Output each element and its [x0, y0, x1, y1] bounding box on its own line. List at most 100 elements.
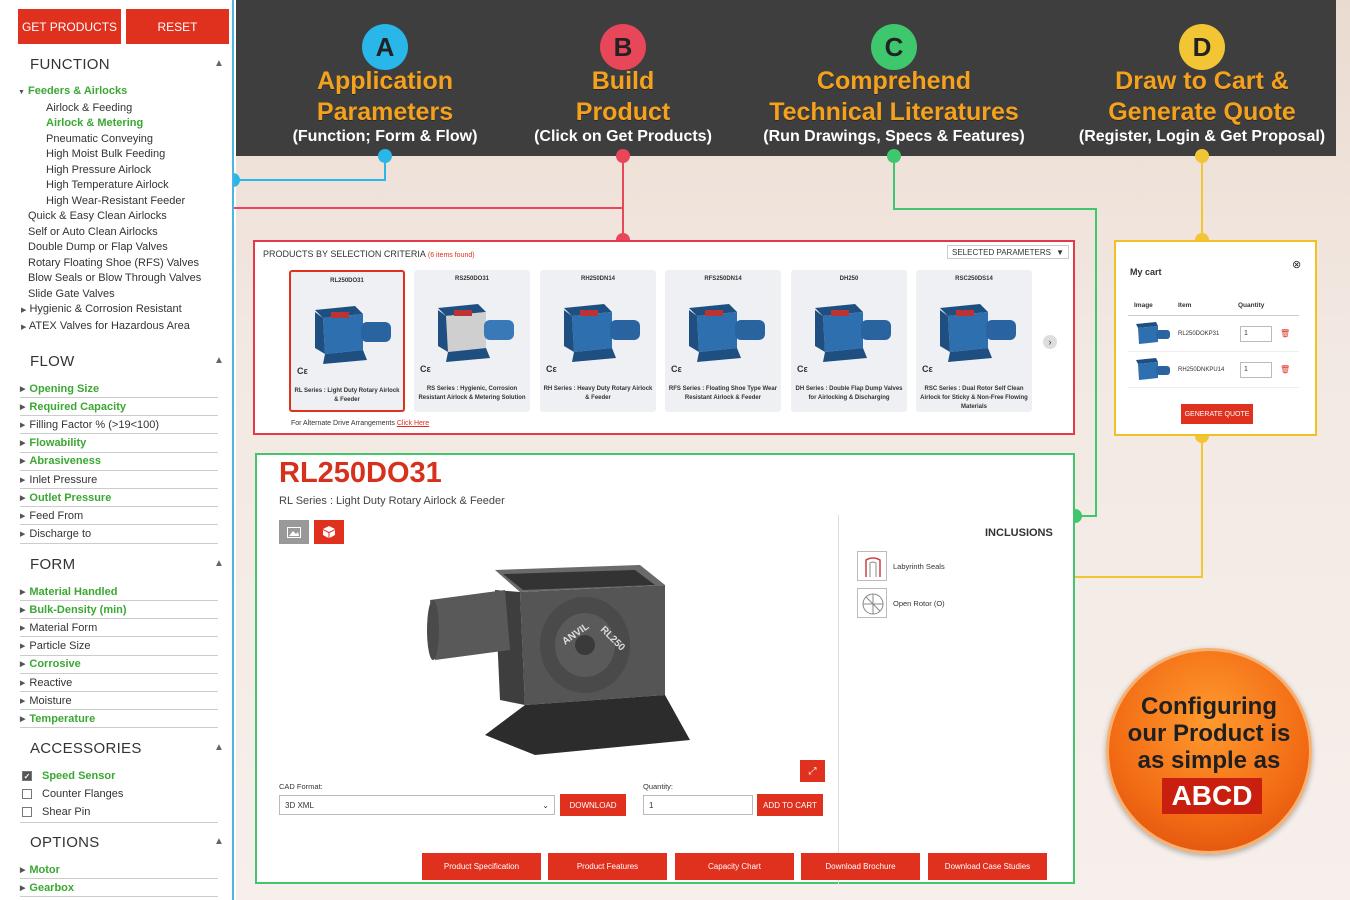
function-tree-item[interactable]: Airlock & Feeding — [46, 101, 133, 114]
filter-item[interactable]: ▶Discharge to — [20, 526, 218, 544]
step-connector-dot — [1195, 149, 1209, 163]
filter-item[interactable]: ▶Filling Factor % (>19<100) — [20, 416, 218, 435]
function-tree-item[interactable]: Airlock & Metering — [46, 117, 144, 129]
filter-item[interactable]: ▶Material Handled — [20, 583, 218, 601]
expand-arrow-icon: ▶ — [20, 385, 26, 393]
items-count: (6 items found) — [427, 252, 475, 259]
function-section-title[interactable]: FUNCTION — [30, 56, 110, 73]
options-section-title[interactable]: OPTIONS — [30, 834, 100, 851]
generate-quote-button[interactable]: GENERATE QUOTE — [1181, 404, 1253, 424]
expand-arrow-icon: ▶ — [20, 624, 26, 632]
filter-item[interactable]: ▶Outlet Pressure — [20, 489, 218, 508]
product-card[interactable]: RSC250DS14 Cε RSC Series : Dual Rotor Se… — [916, 270, 1032, 412]
step-subtitle: (Click on Get Products) — [534, 128, 712, 145]
literature-button[interactable]: Download Case Studies — [928, 853, 1047, 880]
cad-format-select[interactable]: 3D XML⌄ — [279, 795, 555, 815]
filter-item[interactable]: ▶Particle Size — [20, 638, 218, 656]
inclusion-item: Labyrinth Seals — [857, 551, 945, 581]
literature-button[interactable]: Download Brochure — [801, 853, 920, 880]
expand-arrow-icon: ▶ — [20, 476, 26, 484]
filter-item[interactable]: ▶Required Capacity — [20, 398, 218, 417]
reset-button[interactable]: RESET — [126, 9, 229, 44]
fullscreen-button[interactable]: ⤢ — [800, 760, 825, 782]
function-tree-item[interactable]: High Wear-Resistant Feeder — [46, 194, 186, 207]
close-icon[interactable]: ⊗ — [1292, 259, 1302, 271]
product-card[interactable]: DH250 Cε DH Series : Double Flap Dump Va… — [791, 270, 907, 412]
promo-line-2: our Product is — [1127, 720, 1291, 747]
product-card[interactable]: RFS250DN14 Cε RFS Series : Floating Shoe… — [665, 270, 781, 412]
literature-button[interactable]: Capacity Chart — [675, 853, 794, 880]
filter-item[interactable]: ▶Moisture — [20, 692, 218, 711]
function-tree-item[interactable]: Pneumatic Conveying — [46, 132, 154, 145]
product-card[interactable]: RL250DO31 Cε RL Series : Light Duty Rota… — [289, 270, 405, 412]
function-tree-item[interactable]: Blow Seals or Blow Through Valves — [28, 272, 202, 284]
filter-item[interactable]: ▶Opening Size — [20, 380, 218, 398]
checkbox-icon — [22, 789, 32, 799]
accessories-section-title[interactable]: ACCESSORIES — [30, 740, 142, 757]
trash-icon[interactable]: 🗑 — [1280, 329, 1291, 338]
trash-icon[interactable]: 🗑 — [1280, 365, 1291, 374]
image-view-button[interactable] — [279, 520, 309, 544]
form-collapse-icon[interactable]: ▲ — [214, 558, 224, 569]
filter-item[interactable]: ▶Feed From — [20, 507, 218, 526]
checkbox-icon: ✓ — [22, 771, 32, 781]
filter-item[interactable]: ▶Reactive — [20, 674, 218, 692]
function-tree-item[interactable]: Quick & Easy Clean Airlocks — [28, 210, 167, 222]
step-title: Draw to Cart &Generate Quote — [1108, 67, 1296, 126]
filter-item[interactable]: ▶Inlet Pressure — [20, 471, 218, 489]
product-card[interactable]: RS250DO31 Cε RS Series : Hygienic, Corro… — [414, 270, 530, 412]
function-tree-item[interactable]: Double Dump or Flap Valves — [28, 241, 168, 253]
download-button[interactable]: DOWNLOAD — [560, 794, 626, 816]
filter-item[interactable]: ▶Temperature — [20, 710, 218, 729]
product-thumbnail — [438, 304, 514, 362]
accessory-checkbox[interactable]: Shear Pin — [22, 806, 90, 818]
cube-icon — [323, 526, 335, 538]
steps-banner — [236, 0, 1336, 156]
product-3d-model[interactable]: ANVIL RL250 — [425, 560, 705, 760]
literature-button[interactable]: Product Features — [548, 853, 667, 880]
function-tree-item[interactable]: High Pressure Airlock — [46, 163, 152, 176]
add-to-cart-button[interactable]: ADD TO CART — [757, 794, 823, 816]
function-tree-item[interactable]: High Temperature Airlock — [46, 179, 169, 191]
function-tree-item[interactable]: Self or Auto Clean Airlocks — [28, 225, 158, 238]
product-thumbnail — [940, 304, 1016, 362]
flow-section-title[interactable]: FLOW — [30, 353, 75, 370]
function-tree-item[interactable]: ▶ Hygienic & Corrosion Resistant — [21, 303, 182, 315]
filter-item[interactable]: ▶Gearbox — [20, 879, 218, 898]
filter-item[interactable]: ▶Flowability — [20, 435, 218, 453]
filter-item[interactable]: ▶Material Form — [20, 619, 218, 638]
options-collapse-icon[interactable]: ▲ — [214, 836, 224, 847]
filter-item[interactable]: ▶Abrasiveness — [20, 453, 218, 471]
cart-row: RH250DNKPU14 1 🗑 — [1128, 352, 1299, 388]
product-card[interactable]: RH250DN14 Cε RH Series : Heavy Duty Rota… — [540, 270, 656, 412]
function-tree-item[interactable]: ▼ Feeders & Airlocks — [18, 85, 128, 97]
cart-quantity-input[interactable]: 1 — [1240, 361, 1272, 378]
get-products-button[interactable]: GET PRODUCTS — [18, 9, 121, 44]
function-tree-item[interactable]: Slide Gate Valves — [28, 287, 115, 300]
quantity-input[interactable]: 1 — [643, 795, 753, 815]
cart-quantity-input[interactable]: 1 — [1240, 325, 1272, 342]
filter-item[interactable]: ▶Corrosive — [20, 656, 218, 674]
next-arrow-icon[interactable]: › — [1043, 335, 1057, 349]
filter-item[interactable]: ▶Bulk-Density (min) — [20, 601, 218, 620]
click-here-link[interactable]: Click Here — [396, 420, 430, 427]
3d-view-button[interactable] — [314, 520, 344, 544]
function-tree-item[interactable]: High Moist Bulk Feeding — [46, 148, 166, 160]
literature-button[interactable]: Product Specification — [422, 853, 541, 880]
form-section-title[interactable]: FORM — [30, 556, 76, 573]
product-thumbnail — [815, 304, 891, 362]
selected-parameters-dropdown[interactable]: SELECTED PARAMETERS▼ — [947, 245, 1069, 259]
cart-row: RL250DOKP31 1 🗑 — [1128, 316, 1299, 352]
filter-item[interactable]: ▶Motor — [20, 861, 218, 879]
promo-badge: Configuring our Product is as simple as … — [1106, 648, 1312, 854]
accessories-collapse-icon[interactable]: ▲ — [214, 742, 224, 753]
function-collapse-icon[interactable]: ▲ — [214, 58, 224, 69]
function-tree-item[interactable]: Rotary Floating Shoe (RFS) Valves — [28, 256, 199, 269]
product-thumbnail — [689, 304, 765, 362]
flow-collapse-icon[interactable]: ▲ — [214, 355, 224, 366]
accessory-checkbox[interactable]: Counter Flanges — [22, 788, 123, 800]
accessory-checkbox[interactable]: ✓Speed Sensor — [22, 770, 116, 782]
function-tree-item[interactable]: ▶ ATEX Valves for Hazardous Area — [21, 319, 190, 332]
